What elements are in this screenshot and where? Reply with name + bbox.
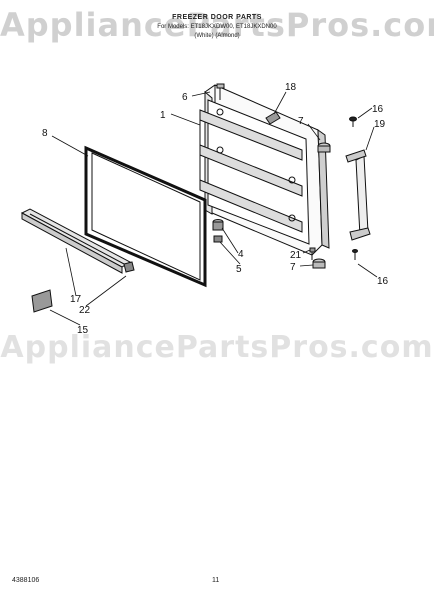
model-numbers: For Models: ET18JKXDW00, ET18JKXDN00 bbox=[157, 24, 277, 30]
watermark: AppliancePartsPros.com bbox=[0, 6, 434, 44]
part-18-clip bbox=[265, 111, 281, 125]
callout-4: 4 bbox=[238, 249, 244, 260]
callout-19: 19 bbox=[374, 119, 386, 130]
callout-5: 5 bbox=[236, 264, 242, 275]
callout-22: 22 bbox=[79, 305, 91, 316]
callout-1: 1 bbox=[160, 110, 166, 121]
part-7-door-stop-bottom bbox=[312, 258, 326, 269]
diagram-title: FREEZER DOOR PARTS bbox=[172, 14, 262, 21]
callout-18: 18 bbox=[285, 82, 297, 93]
callout-7-bottom: 7 bbox=[290, 262, 296, 273]
part-4-hinge-bushing bbox=[212, 219, 224, 231]
part-22-end-cap bbox=[123, 261, 135, 273]
callout-7-top: 7 bbox=[298, 116, 304, 127]
part-8-door-gasket bbox=[84, 145, 207, 288]
document-number: 4388106 bbox=[12, 577, 40, 584]
leader-lines bbox=[49, 91, 378, 326]
part-16-screw-top bbox=[349, 116, 357, 127]
callout-16-bottom: 16 bbox=[377, 276, 389, 287]
part-6-screw bbox=[216, 83, 225, 100]
part-7-door-stop-top bbox=[317, 142, 331, 153]
callout-15: 15 bbox=[77, 325, 89, 336]
part-5-hinge-pin bbox=[213, 235, 223, 243]
page-number: 11 bbox=[212, 577, 220, 584]
callout-16-top: 16 bbox=[372, 104, 384, 115]
callout-6: 6 bbox=[182, 92, 188, 103]
part-19-door-handle bbox=[345, 149, 371, 241]
part-15-name-plate bbox=[31, 289, 53, 313]
callout-8: 8 bbox=[42, 128, 48, 139]
finish-labels: (White) (Almond) bbox=[194, 33, 240, 39]
part-16-screw-bottom bbox=[352, 249, 358, 260]
callout-labels: 1 6 18 7 16 19 8 4 5 21 7 16 17 22 15 bbox=[42, 82, 389, 336]
door-liner bbox=[199, 84, 330, 256]
callout-21: 21 bbox=[290, 250, 302, 261]
callout-17: 17 bbox=[70, 294, 82, 305]
watermark-lower: AppliancePartsPros.com bbox=[0, 330, 434, 365]
